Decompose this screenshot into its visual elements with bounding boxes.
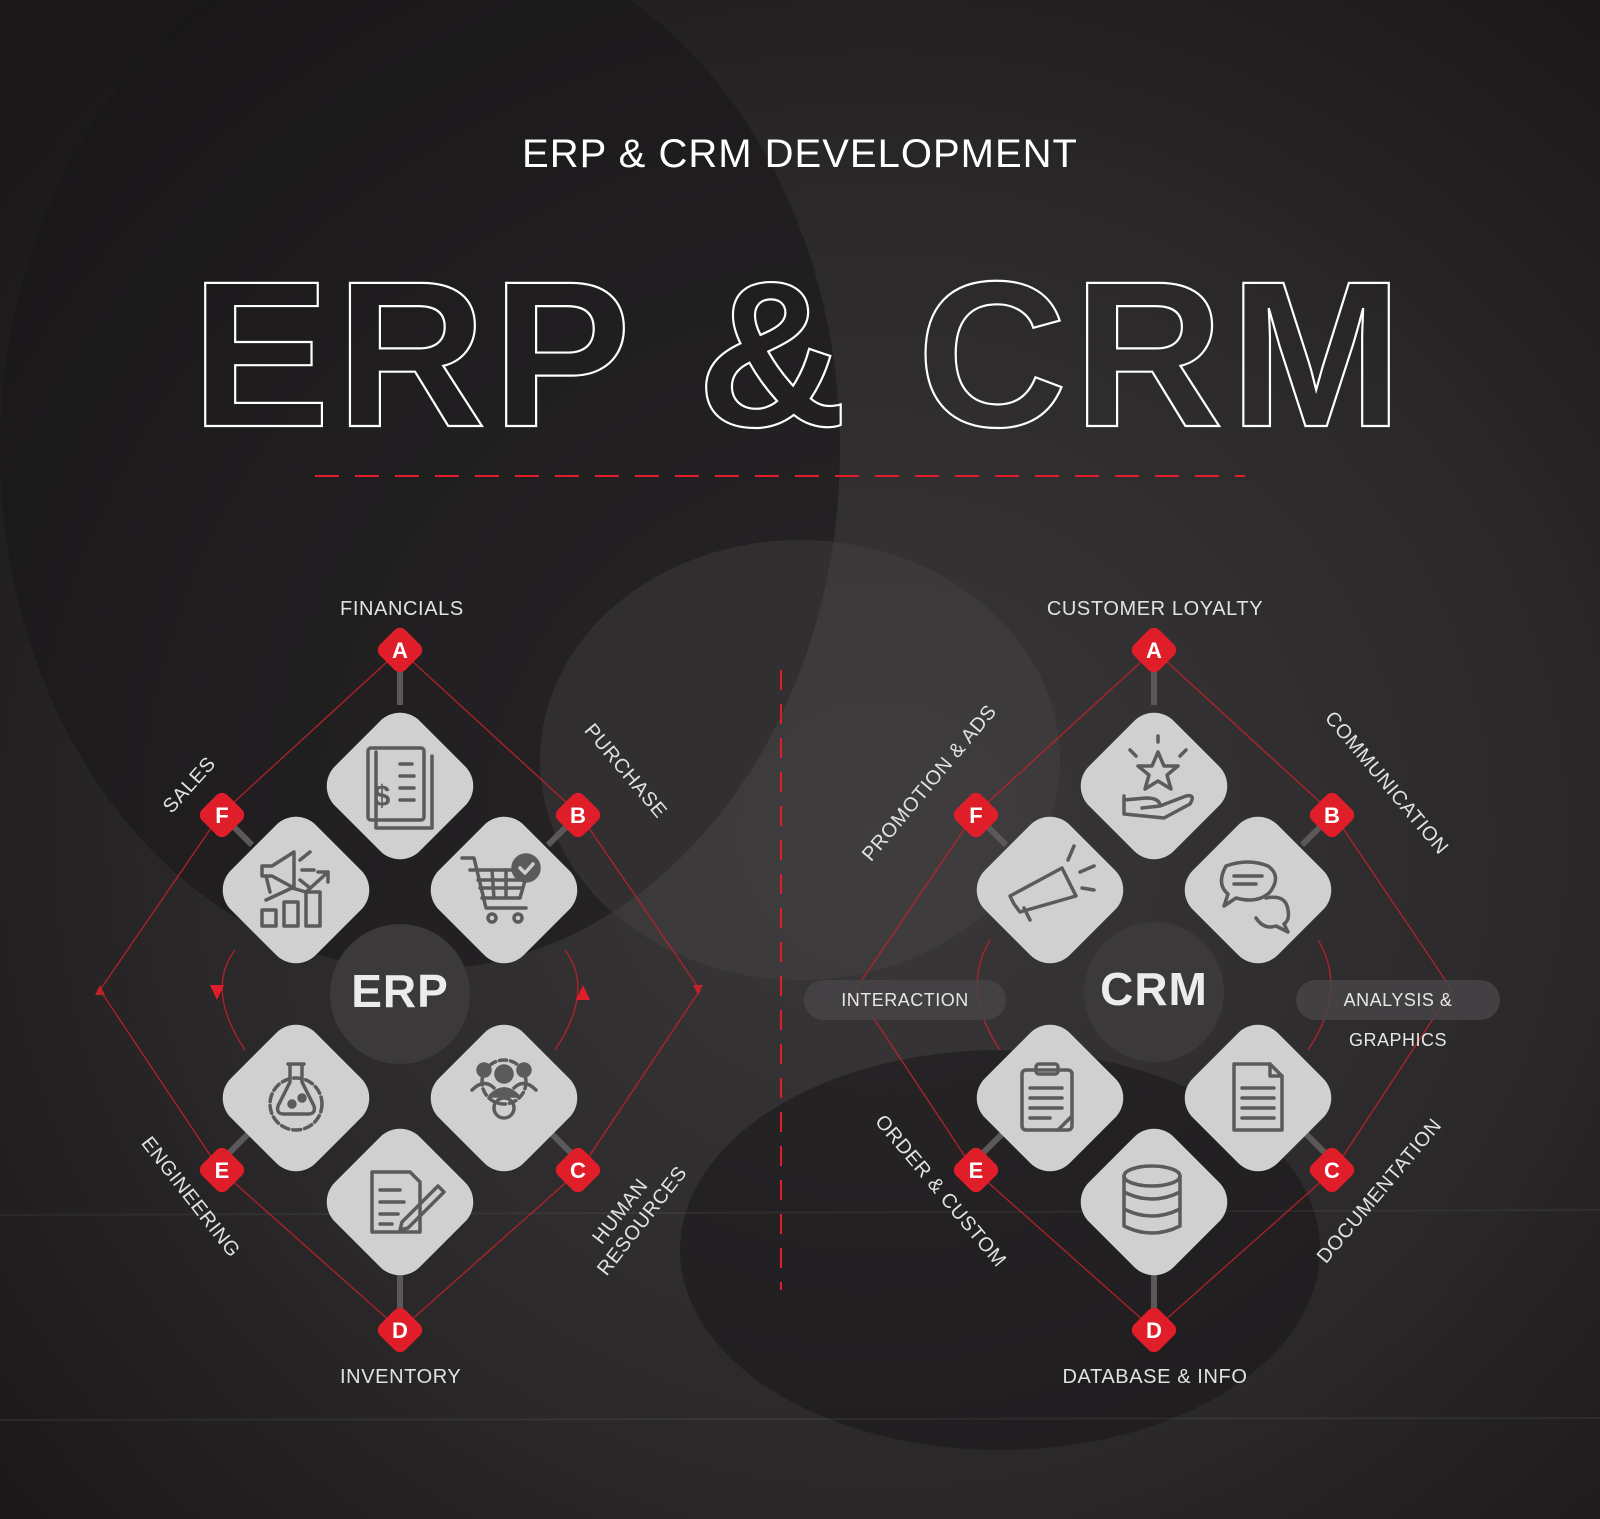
- erp-tile-purchase[interactable]: [419, 805, 589, 975]
- crm-badge-letter-d: D: [1146, 1318, 1162, 1343]
- shopping-cart-check-icon: [460, 853, 541, 924]
- erp-tile-financials[interactable]: [315, 701, 485, 871]
- erp-badge-letter-a: A: [392, 638, 408, 663]
- silhouette-shape: [0, 0, 840, 970]
- megaphone-icon: [1008, 844, 1096, 922]
- crm-analysis-graphics-pill: ANALYSIS & GRAPHICS: [1296, 980, 1500, 1050]
- erp-badge-e[interactable]: [197, 1145, 248, 1196]
- erp-label-financials: FINANCIALS: [340, 598, 464, 620]
- flask-gear-icon: [268, 1062, 324, 1132]
- team-gear-icon: [470, 1058, 538, 1120]
- hero-title: ERP & CRM: [191, 240, 1408, 440]
- erp-hub: [330, 924, 470, 1064]
- crm-badge-b[interactable]: [1307, 790, 1358, 841]
- crm-badges: [951, 625, 1358, 1356]
- clipboard-icon: [1020, 1062, 1074, 1132]
- erp-badges: [197, 625, 604, 1356]
- megaphone-growth-chart-icon: [260, 850, 330, 928]
- hero-title-graphic: ERP & CRM: [190, 240, 1408, 440]
- erp-badge-a[interactable]: [375, 625, 426, 676]
- crm-badge-e[interactable]: [951, 1145, 1002, 1196]
- erp-badge-letter-c: C: [570, 1158, 586, 1183]
- crm-badge-letter-c: C: [1324, 1158, 1340, 1183]
- hand-shape: [540, 540, 1060, 980]
- erp-label-inventory: INVENTORY: [340, 1366, 462, 1388]
- erp-badge-f[interactable]: [197, 790, 248, 841]
- database-icon: [1122, 1164, 1182, 1235]
- crm-tile-promotion[interactable]: [965, 805, 1135, 975]
- chat-bubbles-icon: [1219, 860, 1291, 934]
- crm-interaction-pill: INTERACTION: [804, 980, 1006, 1020]
- erp-badge-b[interactable]: [553, 790, 604, 841]
- erp-badge-letter-d: D: [392, 1318, 408, 1343]
- crm-tile-communication[interactable]: [1173, 805, 1343, 975]
- crm-badge-letter-a: A: [1146, 638, 1162, 663]
- svg-text:$: $: [374, 780, 391, 813]
- crm-hub-label: CRM: [1100, 963, 1208, 1015]
- crm-label-database-info: DATABASE & INFO: [1062, 1366, 1248, 1388]
- document-lines-icon: [1232, 1062, 1284, 1132]
- erp-hub-label: ERP: [351, 965, 449, 1017]
- crm-hub: [1084, 922, 1224, 1062]
- crm-badge-c[interactable]: [1307, 1145, 1358, 1196]
- star-hand-icon: [1122, 734, 1194, 820]
- crm-tile-database[interactable]: [1069, 1117, 1239, 1287]
- document-edit-icon: [370, 1170, 446, 1234]
- crm-label-customer-loyalty: CUSTOMER LOYALTY: [1046, 598, 1264, 620]
- erp-badge-letter-f: F: [215, 803, 228, 828]
- crm-badge-letter-b: B: [1324, 803, 1340, 828]
- erp-tile-engineering[interactable]: [211, 1013, 381, 1183]
- crm-badge-d[interactable]: [1129, 1305, 1180, 1356]
- invoice-dollar-icon: $: [366, 746, 434, 830]
- crm-badge-letter-f: F: [969, 803, 982, 828]
- crm-badge-letter-e: E: [969, 1158, 984, 1183]
- erp-badge-c[interactable]: [553, 1145, 604, 1196]
- erp-badge-d[interactable]: [375, 1305, 426, 1356]
- crm-badge-f[interactable]: [951, 790, 1002, 841]
- page-subtitle: ERP & CRM DEVELOPMENT: [522, 132, 1078, 176]
- crm-tile-customer-loyalty[interactable]: [1069, 701, 1239, 871]
- erp-badge-letter-b: B: [570, 803, 586, 828]
- crm-badge-a[interactable]: [1129, 625, 1180, 676]
- erp-badge-letter-e: E: [215, 1158, 230, 1183]
